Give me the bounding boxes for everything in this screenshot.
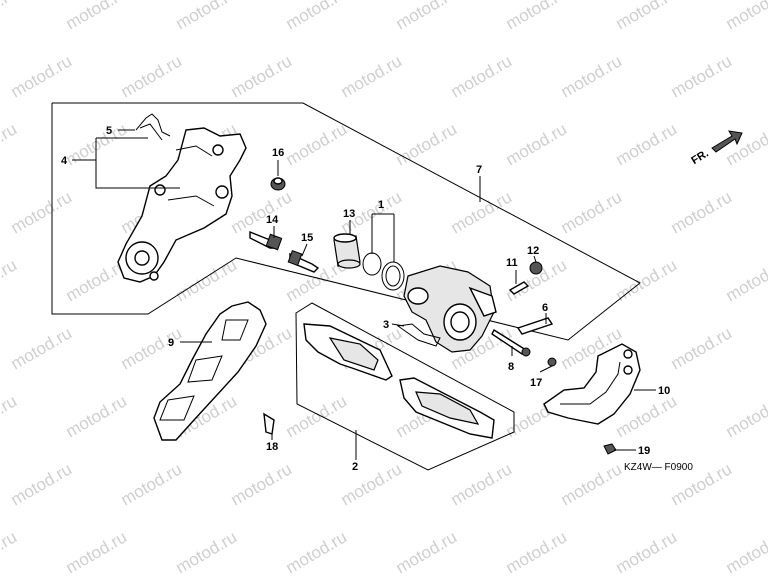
part-8-pin <box>491 328 531 357</box>
callout-8: 8 <box>508 361 514 373</box>
part-15-pin-bolt <box>287 250 320 273</box>
watermark-text: motod.ru <box>613 119 681 169</box>
callout-2: 2 <box>352 461 358 473</box>
watermark-text: motod.ru <box>393 527 461 576</box>
watermark-text: motod.ru <box>668 51 736 101</box>
assembly-outline <box>51 102 641 341</box>
watermark-text: motod.ru <box>338 51 406 101</box>
watermark-text: motod.ru <box>558 187 626 237</box>
watermark-text: motod.ru <box>723 119 768 169</box>
part-14-pin-bolt <box>249 230 283 251</box>
watermark-text: motod.ru <box>338 459 406 509</box>
part-12-bleeder-cap <box>529 261 543 275</box>
watermark-text: motod.ru <box>723 391 768 441</box>
watermark-text: motod.ru <box>448 459 516 509</box>
callout-9: 9 <box>168 337 174 349</box>
watermark-text: motod.ru <box>8 187 76 237</box>
part-13-piston <box>333 233 361 269</box>
part-18-bolt <box>263 412 275 435</box>
watermark-text: motod.ru <box>613 527 681 576</box>
fr-label: FR. <box>689 148 710 168</box>
watermark-text: motod.ru <box>558 459 626 509</box>
callout-5: 5 <box>106 125 112 137</box>
watermark-text: motod.ru <box>118 323 186 373</box>
watermark-text: motod.ru <box>393 0 461 33</box>
part-1-seal-rings <box>362 252 405 291</box>
callout-16: 16 <box>272 147 284 159</box>
watermark-text: motod.ru <box>283 119 351 169</box>
watermark-text: motod.ru <box>0 255 20 305</box>
watermark-text: motod.ru <box>448 187 516 237</box>
watermark-text: motod.ru <box>63 527 131 576</box>
watermark-text: motod.ru <box>393 119 461 169</box>
leader-lines <box>72 129 656 460</box>
watermark-text: motod.ru <box>228 187 296 237</box>
watermark-text: motod.ru <box>723 255 768 305</box>
callout-19: 19 <box>638 445 650 457</box>
part-11-bleeder-screw <box>508 281 530 295</box>
watermark-text: motod.ru <box>0 0 20 33</box>
callout-11: 11 <box>506 257 518 269</box>
watermark-text: motod.ru <box>503 0 571 33</box>
watermark-text: motod.ru <box>0 391 20 441</box>
watermark-text: motod.ru <box>173 0 241 33</box>
watermark-text: motod.ru <box>283 391 351 441</box>
part-17-nut <box>547 357 557 367</box>
part-3-pad-spring <box>396 323 441 347</box>
watermark-text: motod.ru <box>0 119 20 169</box>
caliper-body <box>403 265 497 353</box>
watermark-text: motod.ru <box>63 391 131 441</box>
watermark-text: motod.ru <box>118 51 186 101</box>
callout-18: 18 <box>266 441 278 453</box>
callout-15: 15 <box>301 232 313 244</box>
watermark-text: motod.ru <box>503 119 571 169</box>
callout-4: 4 <box>61 155 68 167</box>
callout-10: 10 <box>658 385 670 397</box>
callout-7: 7 <box>476 164 482 176</box>
callout-12: 12 <box>527 245 539 257</box>
watermark-text: motod.ru <box>613 0 681 33</box>
pads-outline <box>295 302 515 471</box>
watermark-text: motod.ru <box>558 51 626 101</box>
watermark-text: motod.ru <box>503 527 571 576</box>
callout-14: 14 <box>266 214 279 226</box>
callout-6: 6 <box>542 302 548 314</box>
part-5-spring-clip <box>135 113 171 141</box>
watermark-text: motod.ru <box>118 459 186 509</box>
watermark-text: motod.ru <box>723 527 768 576</box>
part-4-caliper-bracket <box>117 127 247 283</box>
part-2-brake-pads <box>303 323 495 439</box>
watermark-text: motod.ru <box>613 255 681 305</box>
watermark-text: motod.ru <box>173 527 241 576</box>
watermark-text: motod.ru <box>173 255 241 305</box>
watermark-text: motod.ru <box>723 0 768 33</box>
callout-1: 1 <box>378 199 384 211</box>
watermark-text: motod.ru <box>228 51 296 101</box>
part-9-disc-cover <box>153 301 267 441</box>
watermark-text: motod.ru <box>228 459 296 509</box>
part-10-caliper-guard <box>543 343 641 425</box>
watermark-text: motod.ru <box>8 459 76 509</box>
watermark-text: motod.ru <box>8 51 76 101</box>
part-6-bolt <box>516 317 554 335</box>
callout-17: 17 <box>530 377 542 389</box>
watermark-text: motod.ru <box>8 323 76 373</box>
callout-13: 13 <box>343 208 355 220</box>
watermark-text: motod.ru <box>283 527 351 576</box>
watermark-text: motod.ru <box>668 187 736 237</box>
callout-3: 3 <box>383 319 389 331</box>
watermark-text: motod.ru <box>283 0 351 33</box>
watermark-text: motod.ru <box>63 0 131 33</box>
watermark-text: motod.ru <box>668 323 736 373</box>
watermark-text: motod.ru <box>448 51 516 101</box>
callout-labels: 1 2 3 4 5 6 7 8 9 10 11 12 13 14 15 16 1… <box>61 125 670 473</box>
part-16-nut <box>270 177 286 191</box>
part-19-bolt <box>603 443 617 455</box>
watermark-text: motod.ru <box>0 527 20 576</box>
diagram-code: KZ4W— F0900 <box>624 462 693 473</box>
